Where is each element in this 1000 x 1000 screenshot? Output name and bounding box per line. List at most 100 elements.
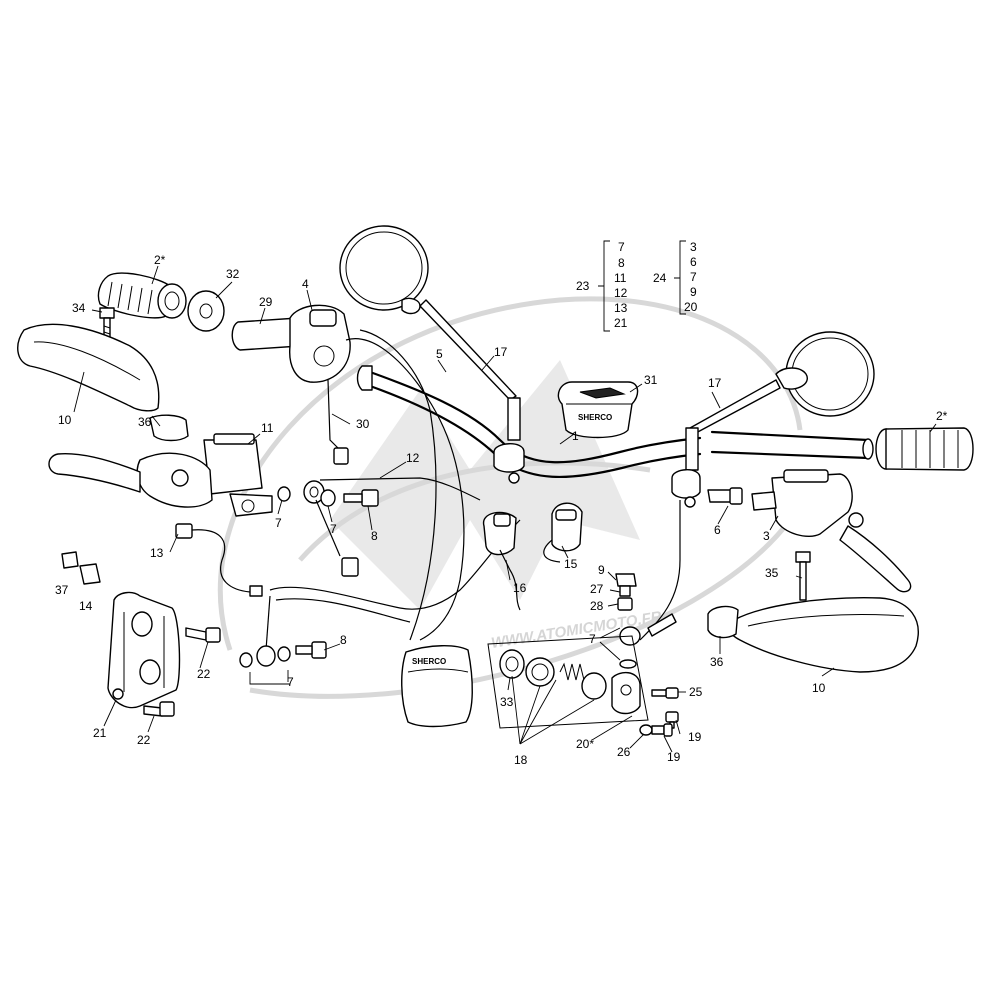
- clamp-nut-left: [508, 472, 520, 484]
- callout-label: 22: [137, 733, 151, 747]
- handlebar: [356, 365, 702, 479]
- callout-label: 5: [436, 347, 443, 361]
- spring: [559, 662, 585, 681]
- group-23-item: 8: [618, 256, 625, 270]
- callout-label: 2*: [936, 409, 948, 423]
- callout-label: 32: [226, 267, 240, 281]
- clamp-nut-right: [684, 496, 696, 508]
- callout-label: 10: [58, 413, 72, 427]
- branded-cover: [401, 645, 473, 728]
- mirror-left: [339, 225, 521, 441]
- pad-brand: SHERCO: [578, 413, 612, 422]
- washer-7d: [277, 646, 291, 662]
- clutch-lever-right: [839, 525, 912, 593]
- watermark-logo: [217, 296, 803, 699]
- master-cylinder-body-kit: [611, 671, 641, 715]
- callout-label: 3: [763, 529, 770, 543]
- handlebar-pad: SHERCO: [557, 381, 639, 439]
- group-label-24: 24: [653, 271, 667, 285]
- callout-label: 36: [710, 655, 724, 669]
- callout-label: 36: [138, 415, 152, 429]
- group-23-item: 12: [614, 286, 628, 300]
- group-24-item: 6: [690, 255, 697, 269]
- seal-33: [499, 649, 525, 679]
- repair-kit-outline: [487, 635, 649, 729]
- bleed-cap-28: [617, 597, 633, 611]
- callout-label: 10: [812, 681, 826, 695]
- washer-26: [639, 724, 653, 736]
- brake-hose-lower: [269, 519, 521, 610]
- handguard-bolt-right: [795, 551, 811, 601]
- banjo-bolt-8a: [343, 489, 379, 507]
- callout-label: 29: [259, 295, 273, 309]
- callout-label: 4: [302, 277, 309, 291]
- group-23-item: 13: [614, 301, 628, 315]
- callout-label: 12: [406, 451, 420, 465]
- group-24-item: 7: [690, 270, 697, 284]
- callout-label: 27: [590, 582, 604, 596]
- callout-label: 28: [590, 599, 604, 613]
- switch-16: [483, 511, 517, 556]
- group-23-item: 7: [618, 240, 625, 254]
- callout-label: 25: [689, 685, 703, 699]
- connector-12: [341, 557, 359, 577]
- group-24-item: 9: [690, 285, 697, 299]
- bar-clamp-left: [493, 443, 525, 473]
- brake-hose-upper: [319, 477, 481, 501]
- callout-label: 6: [714, 523, 721, 537]
- o-ring: [581, 672, 607, 700]
- mirror-right: [685, 331, 875, 471]
- callout-labels: 2* 32 34 29 4 10 36 11 30 12 7 7 8 13 37…: [55, 253, 948, 767]
- group-bracket-24: [674, 240, 686, 315]
- brake-line-right: [639, 500, 681, 641]
- brake-master-cylinder: [136, 433, 273, 517]
- callout-label: 18: [514, 753, 528, 767]
- clip-14: [79, 563, 101, 585]
- banjo-fitting-b: [256, 645, 276, 667]
- callout-label: 7: [275, 516, 282, 530]
- washer-7-right: [619, 659, 637, 669]
- group-24-item: 20: [684, 300, 698, 314]
- brake-switch-13: [175, 523, 193, 539]
- switch-15-wire: [543, 539, 561, 563]
- leader-lines: [73, 265, 937, 753]
- callout-label: 13: [150, 546, 164, 560]
- caliper-bolt-22a: [185, 627, 221, 643]
- group-23-item: 11: [614, 271, 627, 285]
- bar-clamp-right: [671, 469, 701, 499]
- cover-brand: SHERCO: [412, 657, 446, 666]
- washer-7c: [239, 652, 253, 668]
- callout-label: 17: [494, 345, 508, 359]
- group-bracket-23: [598, 240, 610, 332]
- clutch-master-cylinder: [751, 469, 864, 538]
- grip-right: [875, 427, 974, 471]
- callout-label: 22: [197, 667, 211, 681]
- screw-25: [651, 687, 679, 699]
- callout-label: 16: [513, 581, 527, 595]
- banjo-bolt-8b: [295, 641, 327, 659]
- handguard-left: [17, 323, 160, 412]
- brake-lever-left: [48, 452, 141, 493]
- callout-label: 19: [688, 730, 702, 744]
- callout-label: 15: [564, 557, 578, 571]
- throttle-cable: [345, 338, 465, 641]
- switch-15: [551, 502, 583, 552]
- callout-label: 19: [667, 750, 681, 764]
- grip-washer: [187, 290, 225, 332]
- washer-7a: [277, 486, 291, 502]
- callout-label: 11: [261, 421, 274, 435]
- handguard-mount-left: [149, 414, 189, 442]
- callout-label: 20*: [576, 737, 594, 751]
- throttle-cable-2: [359, 329, 437, 641]
- group-label-23: 23: [576, 279, 590, 293]
- brake-switch-wire: [191, 529, 251, 593]
- callout-label: 2*: [154, 253, 166, 267]
- throttle-housing: [289, 304, 351, 383]
- clip-37: [61, 551, 79, 569]
- connector-30-wire: [327, 379, 341, 451]
- callout-label: 33: [500, 695, 514, 709]
- switch-16-wire: [499, 549, 521, 611]
- hose-ferrule: [647, 613, 677, 637]
- handlebar-right-end: [710, 430, 870, 460]
